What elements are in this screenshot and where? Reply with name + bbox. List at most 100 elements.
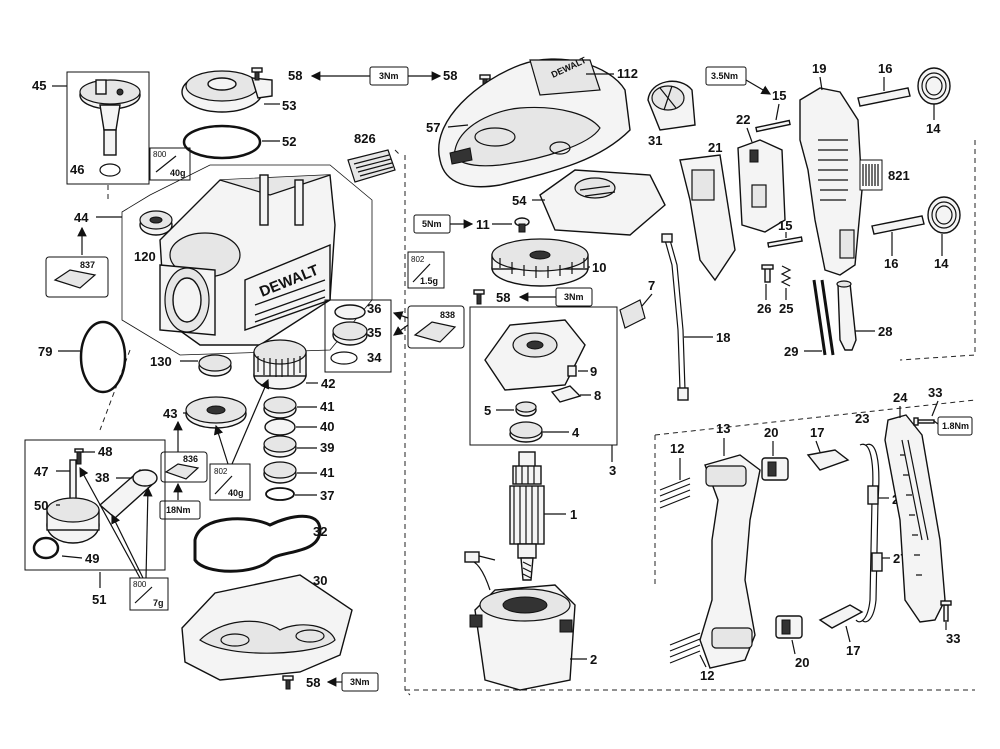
svg-text:837: 837 [80, 260, 95, 270]
torque-58-bottom: 3Nm [350, 677, 370, 687]
gear-42 [253, 339, 307, 390]
bellow-14-bottom [927, 196, 961, 234]
kit-837: 837 [45, 226, 109, 298]
pin-47 [69, 459, 77, 501]
contact-17-top [806, 449, 850, 471]
svg-text:836: 836 [183, 454, 198, 464]
callout-47: 47 [34, 464, 48, 479]
callout-33-bottom: 33 [946, 631, 960, 646]
torque-11: 5Nm [422, 219, 442, 229]
callout-3: 3 [609, 463, 616, 478]
bellow-14-top [917, 67, 951, 105]
callout-46: 46 [70, 162, 84, 177]
grease-tag-802-40g: 802 40g [209, 378, 270, 501]
torque-58-mid: 3Nm [564, 292, 584, 302]
callout-19: 19 [812, 61, 826, 76]
svg-text:802: 802 [411, 255, 425, 264]
o-ring-79 [79, 320, 127, 394]
kit-836: 836 18Nm [159, 420, 208, 520]
switch-22 [737, 139, 786, 233]
screw-58-bottom [282, 675, 294, 690]
o-ring-49 [32, 536, 60, 560]
torque-15: 3.5Nm [711, 71, 738, 81]
bearing-120 [139, 210, 173, 236]
bearing-130 [198, 354, 232, 377]
callout-10: 10 [592, 260, 606, 275]
switch-20-top [761, 457, 789, 481]
callout-826: 826 [354, 131, 376, 146]
bearing-39 [263, 435, 297, 458]
callout-36: 36 [367, 301, 381, 316]
screw-11 [514, 217, 530, 233]
assembly-dashed-lines [99, 140, 976, 696]
motor-bracket [484, 319, 586, 391]
callout-15-bottom: 15 [778, 218, 792, 233]
part-31 [647, 80, 696, 131]
svg-text:40g: 40g [170, 168, 186, 178]
callout-8: 8 [594, 388, 601, 403]
bearing-40 [264, 418, 296, 436]
callout-13: 13 [716, 421, 730, 436]
callout-28: 28 [878, 324, 892, 339]
callout-1: 1 [570, 507, 577, 522]
part-8 [550, 385, 582, 403]
spring-12-top [659, 477, 691, 509]
contact-17-bottom [818, 604, 864, 629]
callout-54: 54 [512, 193, 527, 208]
switch-20-bottom [775, 615, 803, 639]
o-ring-52 [182, 124, 262, 160]
piston-50 [46, 497, 100, 544]
callout-79: 79 [38, 344, 52, 359]
callout-44: 44 [74, 210, 89, 225]
callout-52: 52 [282, 134, 296, 149]
screw-58-mid [473, 289, 485, 305]
callout-26: 26 [757, 301, 771, 316]
screw-15-bottom [767, 236, 803, 248]
callout-112: 112 [617, 66, 638, 81]
callout-18: 18 [716, 330, 730, 345]
bearing-41-top [263, 396, 297, 419]
callout-41-top: 41 [320, 399, 334, 414]
callout-30: 30 [313, 573, 327, 588]
callout-42: 42 [321, 376, 335, 391]
rod-16-top [857, 87, 911, 107]
svg-text:800: 800 [133, 580, 147, 589]
callout-14-bottom: 14 [934, 256, 949, 271]
wire-23 [855, 443, 880, 623]
callout-16-bottom: 16 [884, 256, 898, 271]
crank-38 [98, 469, 158, 519]
callout-49: 49 [85, 551, 99, 566]
torque-58-top: 3Nm [379, 71, 399, 81]
fan-10 [491, 238, 589, 287]
callout-58-cover: 58 [443, 68, 457, 83]
callout-120: 120 [134, 249, 156, 264]
svg-text:800: 800 [153, 150, 167, 159]
svg-text:838: 838 [440, 310, 455, 320]
callout-58-mid: 58 [496, 290, 510, 305]
callout-45: 45 [32, 78, 46, 93]
callout-23: 23 [855, 411, 869, 426]
svg-text:40g: 40g [228, 488, 244, 498]
svg-text:802: 802 [214, 467, 228, 476]
callout-24: 24 [893, 390, 908, 405]
callout-32: 32 [313, 524, 327, 539]
handle-housing-19 [799, 87, 863, 276]
callout-5: 5 [484, 403, 491, 418]
callout-17-top: 17 [810, 425, 824, 440]
callout-48: 48 [98, 444, 112, 459]
cord-29 [812, 279, 835, 356]
group-3-frame [469, 306, 618, 446]
callout-58-bottom: 58 [306, 675, 320, 690]
label-821 [859, 159, 883, 191]
bearing-4 [509, 421, 543, 443]
callout-41-bottom: 41 [320, 465, 334, 480]
callout-34: 34 [367, 350, 382, 365]
callout-22: 22 [736, 112, 750, 127]
part-26 [761, 264, 774, 283]
callout-821: 821 [888, 168, 910, 183]
gear-cover-53 [181, 70, 273, 113]
svg-text:7g: 7g [153, 598, 164, 608]
callout-57: 57 [426, 120, 440, 135]
grease-tag-802-1-5g: 802 1.5g [407, 251, 445, 289]
